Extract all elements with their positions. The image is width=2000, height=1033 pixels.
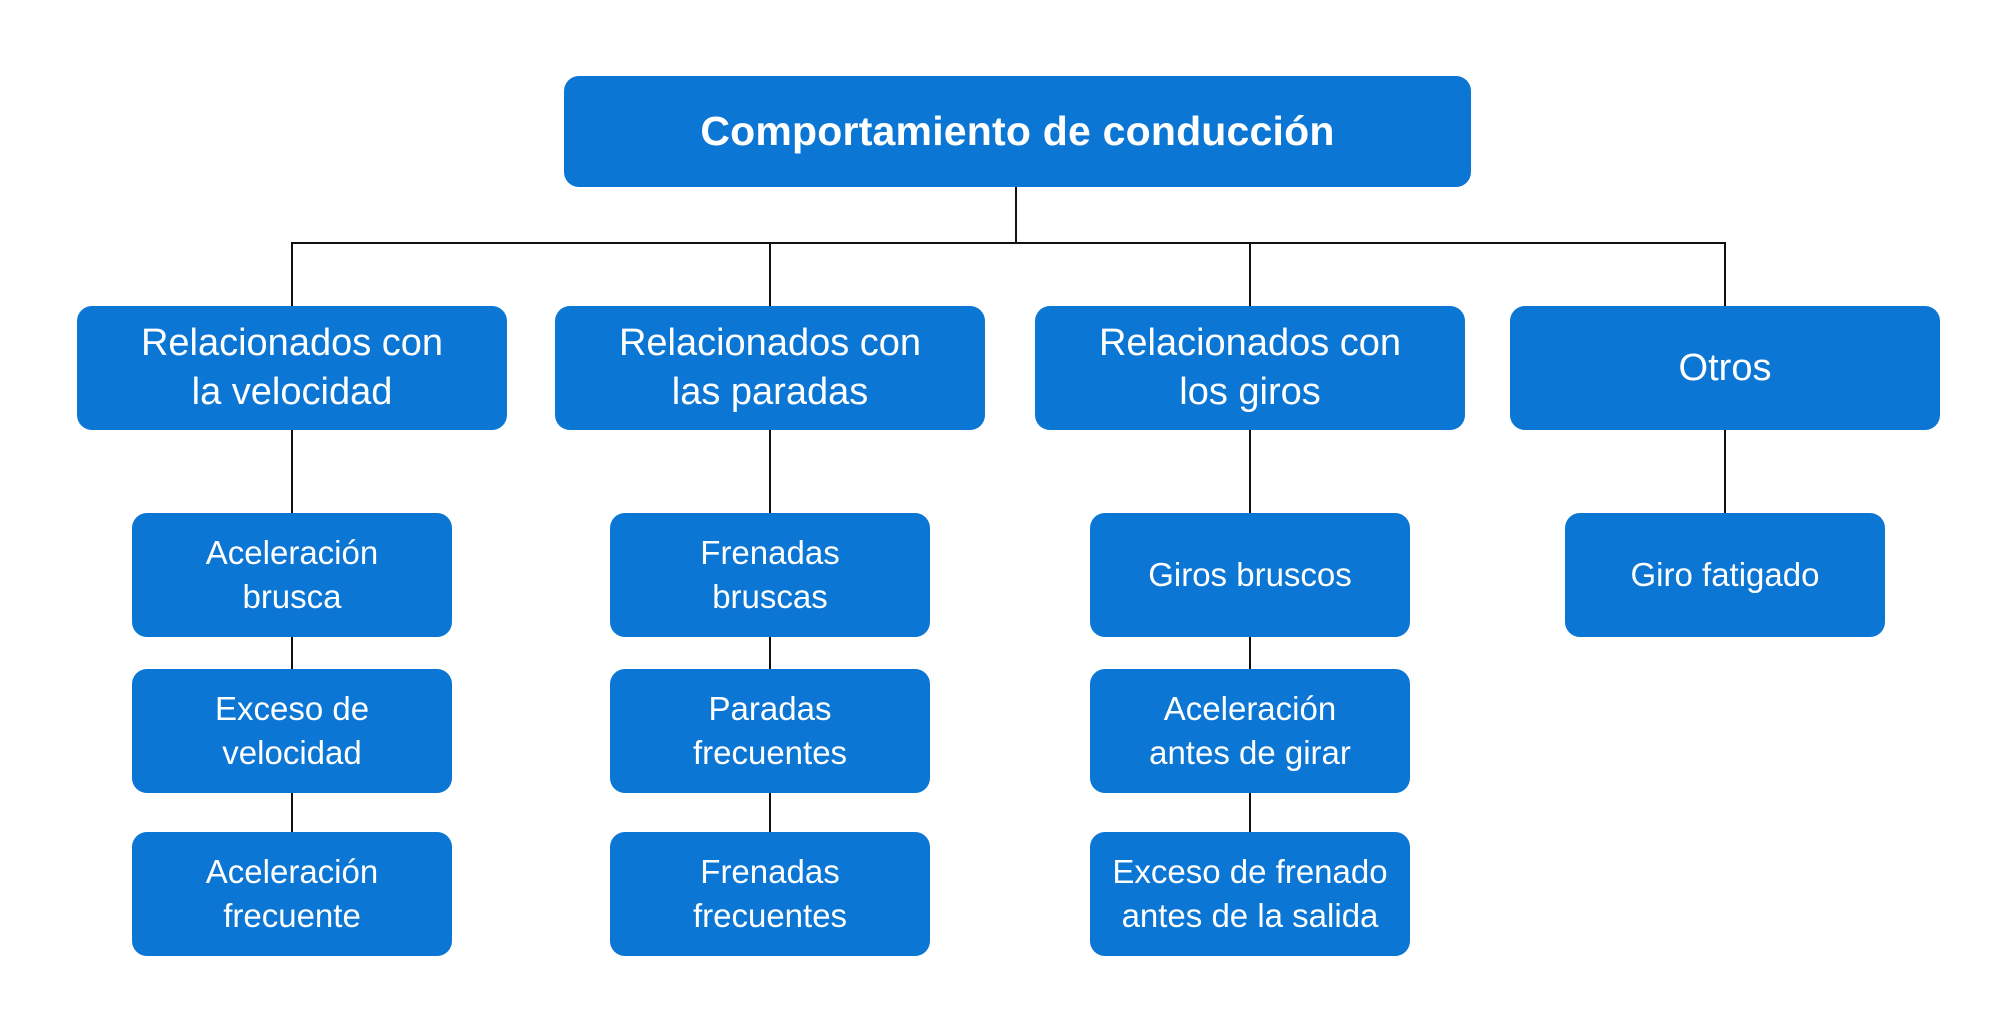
node-aceleracion-antes-de-girar: Aceleración antes de girar	[1090, 669, 1410, 793]
connector-branch1-child1	[291, 430, 293, 513]
node-paradas-frecuentes: Paradas frecuentes	[610, 669, 930, 793]
node-root-label: Comportamiento de conducción	[700, 108, 1335, 154]
node-branch-velocidad: Relacionados con la velocidad	[77, 306, 507, 430]
connector-branch3-child1	[1249, 430, 1251, 513]
node-branch-velocidad-label: Relacionados con la velocidad	[140, 322, 444, 413]
node-aceleracion-antes-de-girar-label: Aceleración antes de girar	[1149, 690, 1351, 771]
connector-drop-branch-4	[1724, 242, 1726, 306]
connector-rail	[291, 242, 1726, 244]
node-frenadas-bruscas: Frenadas bruscas	[610, 513, 930, 637]
node-aceleracion-frecuente: Aceleración frecuente	[132, 832, 452, 956]
node-root-comportamiento: Comportamiento de conducción	[564, 76, 1471, 187]
node-paradas-frecuentes-label: Paradas frecuentes	[692, 690, 848, 771]
connector-drop-branch-3	[1249, 242, 1251, 306]
node-aceleracion-brusca: Aceleración brusca	[132, 513, 452, 637]
connector-drop-branch-2	[769, 242, 771, 306]
connector-branch2-child2	[769, 637, 771, 669]
node-exceso-de-velocidad-label: Exceso de velocidad	[214, 690, 370, 771]
node-exceso-de-frenado-antes-salida-label: Exceso de frenado antes de la salida	[1112, 853, 1388, 934]
connector-branch2-child3	[769, 793, 771, 832]
node-exceso-de-velocidad: Exceso de velocidad	[132, 669, 452, 793]
node-branch-giros: Relacionados con los giros	[1035, 306, 1465, 430]
node-exceso-de-frenado-antes-salida: Exceso de frenado antes de la salida	[1090, 832, 1410, 956]
node-frenadas-frecuentes-label: Frenadas frecuentes	[692, 853, 848, 934]
connector-drop-branch-1	[291, 242, 293, 306]
node-giros-bruscos-label: Giros bruscos	[1148, 556, 1352, 594]
connector-branch3-child2	[1249, 637, 1251, 669]
node-aceleracion-frecuente-label: Aceleración frecuente	[205, 853, 379, 934]
node-branch-otros: Otros	[1510, 306, 1940, 430]
node-branch-paradas-label: Relacionados con las paradas	[618, 322, 922, 413]
connector-branch3-child3	[1249, 793, 1251, 832]
connector-branch1-child2	[291, 637, 293, 669]
node-frenadas-frecuentes: Frenadas frecuentes	[610, 832, 930, 956]
node-giro-fatigado: Giro fatigado	[1565, 513, 1885, 637]
connector-branch4-child1	[1724, 430, 1726, 513]
node-giro-fatigado-label: Giro fatigado	[1630, 556, 1820, 594]
node-frenadas-bruscas-label: Frenadas bruscas	[700, 534, 840, 615]
node-aceleracion-brusca-label: Aceleración brusca	[205, 534, 379, 615]
node-giros-bruscos: Giros bruscos	[1090, 513, 1410, 637]
node-branch-otros-label: Otros	[1678, 346, 1772, 389]
connector-root-stem	[1015, 187, 1017, 243]
connector-branch1-child3	[291, 793, 293, 832]
node-branch-giros-label: Relacionados con los giros	[1098, 322, 1402, 413]
connector-branch2-child1	[769, 430, 771, 513]
node-branch-paradas: Relacionados con las paradas	[555, 306, 985, 430]
